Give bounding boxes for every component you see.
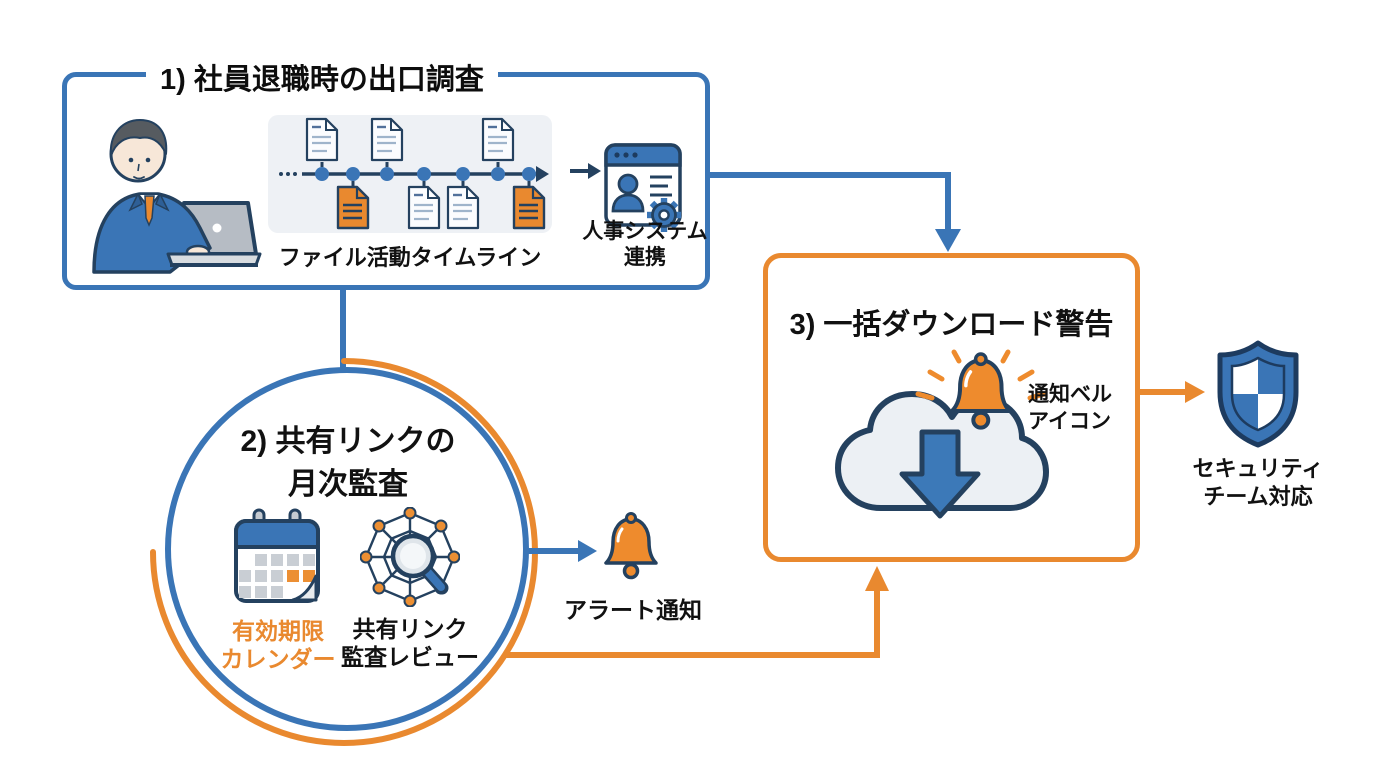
step2-title-line2: 月次監査 [288, 468, 408, 501]
security-label-line1: セキュリティ [1192, 456, 1324, 481]
arrowhead-up-icon [865, 566, 889, 591]
step1-title: 1) 社員退職時の出口調査 [146, 56, 498, 98]
document-icon [481, 117, 515, 162]
cloud-download-icon [835, 349, 1049, 519]
arrowhead-right-icon [1185, 381, 1205, 403]
hr-system-label-line2: 連携 [624, 246, 666, 269]
download-arrow-icon [899, 429, 981, 519]
person-at-laptop-icon [92, 119, 262, 274]
bell-rays [915, 349, 1047, 401]
arrowhead-right-icon [588, 163, 601, 179]
hr-system-label-line1: 人事システム [582, 220, 708, 243]
step2-title: 2) 共有リンクの 月次監査 [193, 420, 503, 506]
share-link-audit-icon [360, 507, 460, 607]
document-icon-orange [512, 185, 546, 230]
step2-title-line1: 2) 共有リンクの [240, 425, 456, 458]
calendar-grid [239, 554, 315, 598]
document-icon [305, 117, 339, 162]
highlighted-date [287, 570, 299, 582]
document-icon-orange [336, 185, 370, 230]
timeline-label: ファイル活動タイムライン [278, 245, 542, 270]
file-activity-timeline-icon [279, 117, 549, 230]
gear-icon [647, 198, 681, 232]
arrowhead-down-icon [935, 229, 961, 252]
alert-bell-icon [604, 512, 658, 580]
step3-box [763, 253, 1140, 562]
highlighted-date [303, 570, 315, 582]
audit-label: 共有リンク 監査レビュー [335, 615, 485, 671]
document-icon [407, 185, 441, 230]
bell-label-line2: アイコン [1028, 410, 1111, 433]
bell-label: 通知ベル アイコン [1028, 381, 1138, 435]
audit-label-line1: 共有リンク [352, 616, 468, 642]
hr-system-label: 人事システム 連携 [575, 219, 715, 271]
security-label-line2: チーム対応 [1203, 484, 1313, 509]
user-icon [617, 173, 639, 195]
magnifier-icon [390, 533, 449, 595]
step3-title: 3) 一括ダウンロード警告 [789, 309, 1114, 341]
notification-bell-icon [950, 352, 1012, 430]
connector-step2-to-step3 [505, 589, 880, 658]
alert-label: アラート通知 [564, 597, 702, 623]
security-label: セキュリティ チーム対応 [1182, 455, 1334, 511]
arrowhead-right-icon [578, 540, 597, 562]
audit-label-line2: 監査レビュー [341, 644, 479, 670]
document-icon [446, 185, 480, 230]
connector-step1-to-step3 [710, 172, 951, 231]
step2-circle-orange-arc [150, 358, 538, 746]
calendar-label-line2: カレンダー [220, 646, 336, 672]
expiration-calendar-icon [234, 508, 320, 603]
page-curl [291, 574, 318, 602]
document-icon [370, 117, 404, 162]
security-shield-icon [1217, 340, 1299, 448]
calendar-label-line1: 有効期限 [232, 618, 324, 644]
calendar-label: 有効期限 カレンダー [213, 617, 343, 673]
hr-system-icon [604, 143, 682, 232]
bell-label-line1: 通知ベル [1028, 383, 1112, 406]
